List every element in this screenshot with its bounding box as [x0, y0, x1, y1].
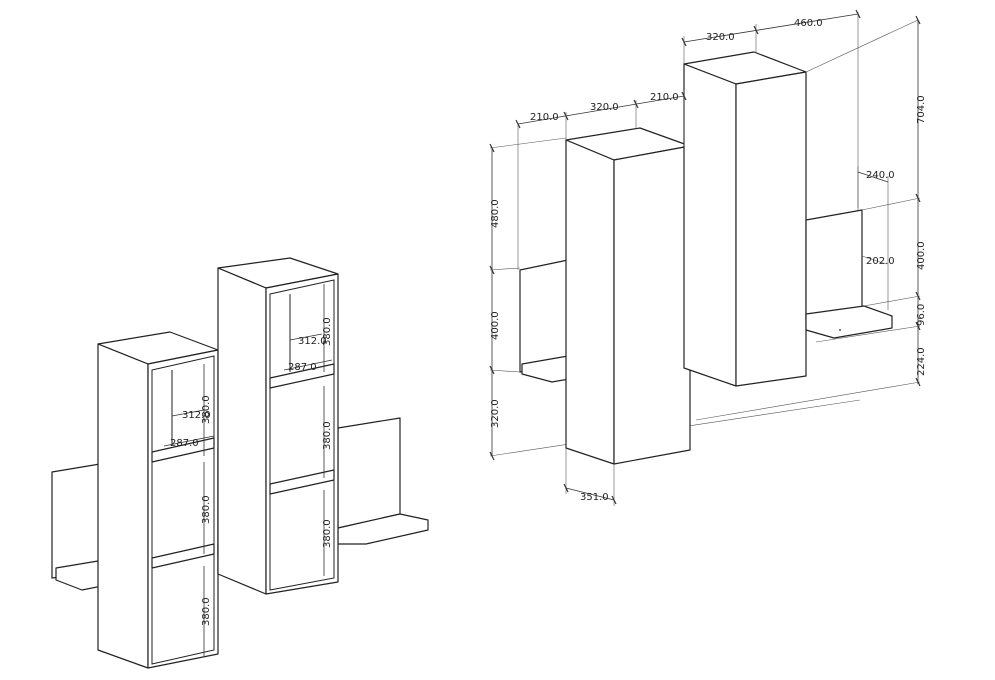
tall-cabinet-2 — [683, 51, 807, 387]
left-a-dim-287: 287.0 — [170, 438, 199, 449]
bottom-depth-dim: 351.0 — [563, 448, 617, 506]
left-a-dim-380-top: 380.0 — [201, 395, 212, 424]
right-shelf-unit — [805, 209, 893, 339]
right-height-dims: 704.0 400.0 96.0 224.0 — [695, 15, 927, 421]
right-b-dim-380-top: 380.0 — [322, 317, 333, 346]
dim-width-320-left: 320.0 — [590, 102, 619, 113]
dim-depth-202: 202.0 — [866, 256, 895, 267]
dim-height-704: 704.0 — [916, 95, 927, 124]
left-bookcase — [97, 331, 219, 669]
right-side-panel — [337, 417, 429, 545]
dim-width-210-right: 210.0 — [650, 92, 679, 103]
dim-width-320-top: 320.0 — [706, 32, 735, 43]
dim-width-460-top: 460.0 — [794, 18, 823, 29]
right-b-dim-287: 287.0 — [288, 362, 317, 373]
dim-height-96: 96.0 — [916, 304, 927, 326]
dim-height-400-left: 400.0 — [490, 311, 501, 340]
left-a-dim-312: 312.0 — [182, 410, 211, 421]
dim-height-224: 224.0 — [916, 347, 927, 376]
left-height-dims: 480.0 400.0 320.0 — [489, 137, 567, 461]
left-a-dim-380-mid: 380.0 — [201, 495, 212, 524]
right-b-dim-380-mid: 380.0 — [322, 421, 333, 450]
left-view: 380.0 380.0 380.0 312.0 287.0 380.0 380.… — [51, 257, 429, 669]
right-bookcase-dims: 380.0 380.0 380.0 312.0 287.0 — [283, 284, 333, 576]
right-b-dim-380-bottom: 380.0 — [322, 519, 333, 548]
dim-depth-351: 351.0 — [580, 492, 609, 503]
dim-width-210-left: 210.0 — [530, 112, 559, 123]
right-shelf-depth-dims: 240.0 202.0 — [857, 166, 895, 310]
dim-height-400-right: 400.0 — [916, 241, 927, 270]
dim-height-480: 480.0 — [490, 199, 501, 228]
left-bookcase-dims: 380.0 380.0 380.0 312.0 287.0 — [163, 364, 215, 656]
dim-height-320: 320.0 — [490, 399, 501, 428]
dim-depth-240: 240.0 — [866, 170, 895, 181]
right-view: 210.0 320.0 210.0 320.0 460.0 480 — [489, 9, 927, 506]
right-b-dim-312: 312.0 — [298, 336, 327, 347]
top-width-dims-1: 210.0 320.0 210.0 — [515, 90, 687, 270]
right-bookcase — [217, 257, 339, 595]
tall-cabinet-1 — [565, 127, 691, 465]
left-a-dim-380-bottom: 380.0 — [201, 597, 212, 626]
